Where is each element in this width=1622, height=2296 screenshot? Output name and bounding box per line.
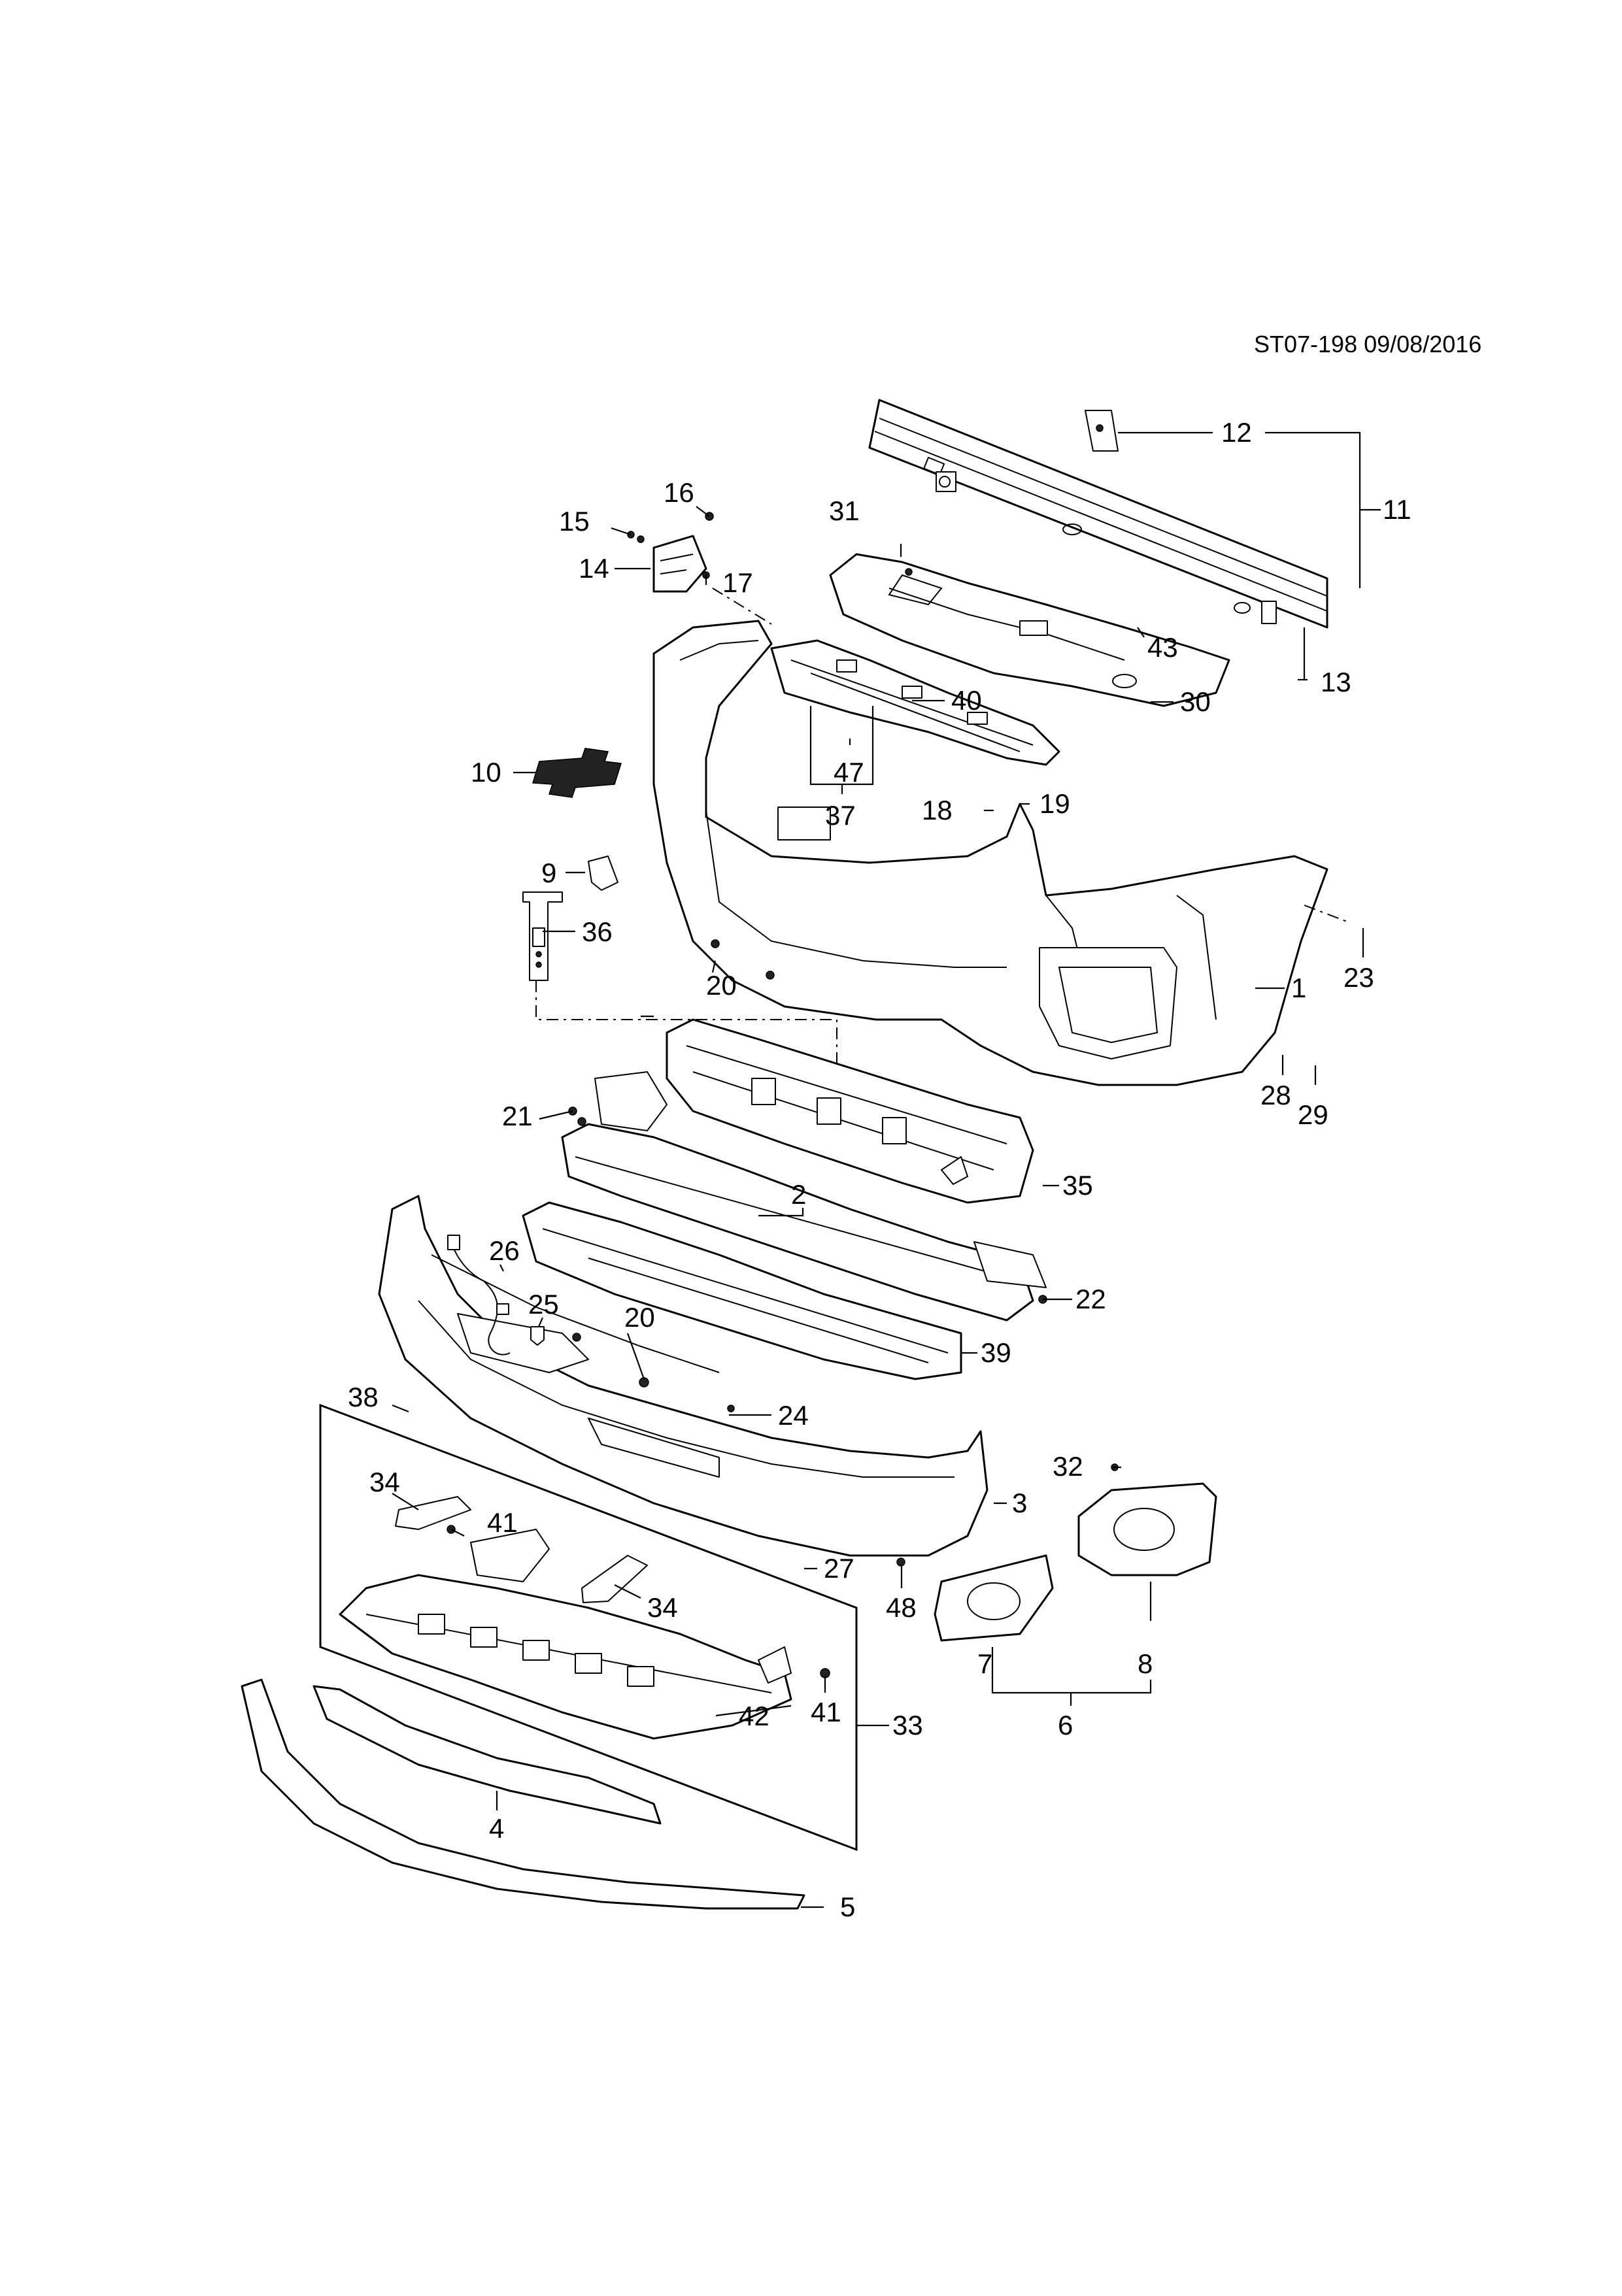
callout-13: 13 bbox=[1321, 667, 1351, 697]
alignment-line-hinge bbox=[712, 588, 772, 625]
callout-28: 28 bbox=[1260, 1080, 1291, 1110]
callout-39: 39 bbox=[981, 1337, 1011, 1368]
callout-20-upper: 20 bbox=[706, 970, 737, 1001]
part-bracket-34-left bbox=[395, 1496, 471, 1530]
callout-43: 43 bbox=[1147, 632, 1178, 663]
fastener-41-lower bbox=[820, 1668, 830, 1678]
callout-20-lower: 20 bbox=[624, 1302, 655, 1333]
callout-9: 9 bbox=[541, 857, 556, 888]
group-frame-33 bbox=[319, 1403, 858, 1852]
callout-47: 47 bbox=[834, 757, 864, 788]
part-upper-reinforcement bbox=[868, 399, 1328, 629]
part-latch-bracket bbox=[627, 512, 714, 593]
part-sensor-harness bbox=[447, 1235, 545, 1356]
leader-lines bbox=[392, 431, 1381, 1908]
callout-26: 26 bbox=[489, 1235, 520, 1266]
callout-14: 14 bbox=[579, 553, 609, 584]
part-lower-spoiler bbox=[241, 1678, 805, 1910]
callout-35: 35 bbox=[1062, 1170, 1093, 1201]
part-bracket-12 bbox=[1085, 410, 1119, 452]
callout-11: 11 bbox=[1383, 494, 1411, 525]
callout-21: 21 bbox=[502, 1101, 533, 1131]
callout-18: 18 bbox=[922, 795, 953, 825]
fastener-48 bbox=[896, 1557, 905, 1567]
callout-25: 25 bbox=[528, 1289, 559, 1320]
part-bracket-34-right bbox=[581, 1555, 648, 1603]
callout-34-upper: 34 bbox=[369, 1467, 400, 1497]
alignment-line-36-35 bbox=[535, 980, 837, 1085]
part-front-bumper-fascia bbox=[652, 620, 1328, 1086]
callout-3: 3 bbox=[1012, 1488, 1027, 1518]
part-emblem bbox=[532, 748, 622, 798]
callout-33: 33 bbox=[892, 1710, 923, 1740]
callout-12: 12 bbox=[1221, 417, 1252, 448]
callout-41-lower: 41 bbox=[811, 1697, 841, 1727]
callout-32: 32 bbox=[1053, 1451, 1083, 1482]
callout-48: 48 bbox=[886, 1592, 917, 1623]
callout-2: 2 bbox=[791, 1179, 806, 1210]
part-bracket-center bbox=[470, 1529, 550, 1582]
part-lower-molding bbox=[313, 1685, 662, 1825]
callout-15: 15 bbox=[559, 506, 590, 537]
part-fog-bezel-right bbox=[1077, 1482, 1217, 1576]
callout-19: 19 bbox=[1039, 788, 1070, 819]
callout-24: 24 bbox=[778, 1400, 809, 1431]
callout-1: 1 bbox=[1291, 973, 1306, 1003]
part-bracket-36 bbox=[522, 891, 563, 981]
callout-41-upper: 41 bbox=[487, 1507, 518, 1538]
callout-17: 17 bbox=[722, 567, 753, 598]
callout-27: 27 bbox=[824, 1553, 854, 1584]
part-splash-shield bbox=[339, 1574, 792, 1740]
callout-16: 16 bbox=[664, 477, 694, 508]
part-upper-deflector bbox=[829, 553, 1230, 707]
callout-34-lower: 34 bbox=[647, 1592, 678, 1623]
callout-7: 7 bbox=[977, 1648, 992, 1679]
callout-37: 37 bbox=[825, 800, 856, 831]
part-lower-reinforcement bbox=[561, 1071, 1047, 1322]
callout-42: 42 bbox=[739, 1701, 769, 1731]
alignment-line-23 bbox=[1304, 905, 1347, 922]
callout-6: 6 bbox=[1058, 1710, 1073, 1740]
callout-8: 8 bbox=[1138, 1648, 1153, 1679]
callout-29: 29 bbox=[1298, 1099, 1328, 1130]
callout-22: 22 bbox=[1075, 1284, 1106, 1314]
callout-10: 10 bbox=[471, 757, 501, 788]
part-clip-9 bbox=[588, 856, 618, 891]
callout-30: 30 bbox=[1180, 686, 1211, 717]
callout-23: 23 bbox=[1343, 962, 1374, 993]
callout-5: 5 bbox=[840, 1891, 855, 1922]
callout-40: 40 bbox=[951, 685, 982, 716]
part-energy-absorber bbox=[666, 1018, 1034, 1204]
part-grille-bracket bbox=[770, 639, 1060, 766]
callout-36: 36 bbox=[582, 916, 613, 947]
callout-labels: 12 11 31 16 15 14 17 43 13 30 40 10 47 3… bbox=[348, 417, 1411, 1922]
callout-4: 4 bbox=[489, 1813, 504, 1844]
reference-code: ST07-198 09/08/2016 bbox=[1254, 331, 1482, 358]
callout-31: 31 bbox=[829, 495, 860, 526]
part-fog-bezel-left bbox=[934, 1554, 1054, 1642]
part-lower-bumper bbox=[378, 1195, 988, 1557]
callout-38: 38 bbox=[348, 1382, 379, 1412]
